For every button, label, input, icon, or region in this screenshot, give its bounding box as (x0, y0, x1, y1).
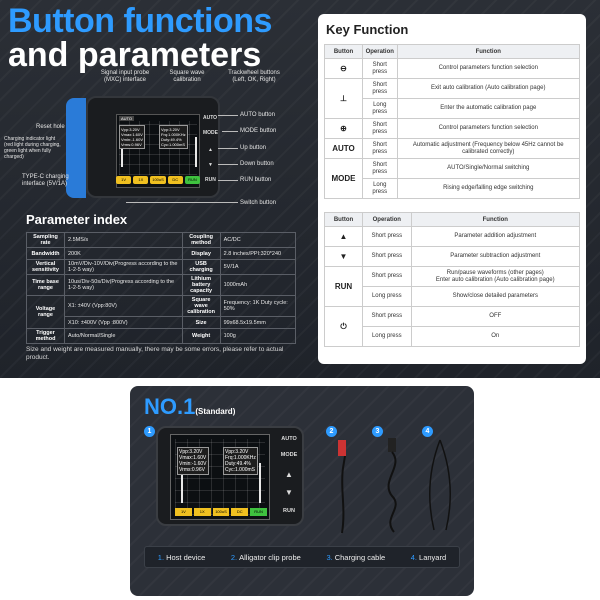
annotation-up-button: Up button (240, 145, 267, 151)
annotation-down-button: Down button (240, 161, 274, 167)
legend-item: 1.Host device (157, 552, 206, 562)
annotation-typec: TYPE-C charging interface (5V/1A) (22, 174, 69, 187)
annotation-reset-hole: Reset hole (36, 124, 65, 130)
top-section: Button functions and parameters AUTO Vpp… (0, 0, 600, 378)
screen-readout-right: Vpp:3.20V Frq:1.000KHz Duty:49.4% Cyc:1.… (159, 125, 188, 149)
square-wave-trace (121, 137, 197, 167)
legend-item: 2.Alligator clip probe (230, 552, 301, 562)
host-mode-label: MODE (280, 452, 298, 458)
badge-4: 4 (422, 426, 433, 437)
annotation-square-wave: Square wave calibration (169, 70, 205, 83)
badge-2: 2 (326, 426, 337, 437)
trackwheel-right-icon: ⊕ (324, 118, 363, 139)
annotation-auto-button: AUTO button (240, 112, 275, 118)
host-device: Vpp:3.20V Vmax:1.60V Vmin:-1.60V Vrms:0.… (156, 426, 304, 526)
host-auto-label: AUTO (281, 436, 297, 442)
chip: 1V (116, 176, 132, 184)
chip: 100uS (150, 176, 166, 184)
device-side-view (66, 98, 86, 198)
key-function-panel: Key Function Button Operation Function ⊖… (318, 14, 586, 364)
host-run-label: RUN (283, 508, 295, 514)
annotation-switch-button: Switch button (240, 200, 277, 206)
device-run-label: RUN (205, 177, 216, 183)
lanyard-icon (429, 439, 451, 531)
parameter-note: Size and weight are measured manually, t… (26, 346, 284, 361)
host-device-screen: Vpp:3.20V Vmax:1.60V Vmin:-1.60V Vrms:0.… (170, 434, 270, 520)
screen-readout-left: Vpp:3.20V Vmax:1.60V Vmin:-1.60V Vrms:0.… (119, 125, 146, 149)
annotation-charging-light: Charging indicator light (red light duri… (4, 136, 61, 160)
device-down-icon: ▼ (208, 162, 213, 168)
trackwheel-left-icon: ⊖ (324, 58, 363, 79)
trackwheel-ok-icon: ⊥ (324, 78, 363, 119)
package-legend: 1.Host device 2.Alligator clip probe 3.C… (144, 546, 460, 568)
badge-1: 1 (144, 426, 155, 437)
annotation-trackwheel: Trackwheel buttons (Left, OK, Right) (228, 70, 280, 83)
key-function-title: Key Function (326, 22, 409, 37)
down-arrow-icon: ▼ (324, 246, 363, 267)
device-auto-label: AUTO (203, 115, 218, 121)
annotation-mode-button: MODE button (240, 128, 277, 134)
package-section: NO.1(Standard) 1 Vpp:3.20V Vmax:1.60V Vm… (130, 386, 474, 596)
device-mode-label: MODE (203, 130, 218, 136)
parameter-index-title: Parameter index (26, 212, 128, 227)
package-title: NO.1(Standard) (144, 394, 236, 419)
host-up-icon: ▲ (285, 470, 293, 479)
status-chips: 1V 1X 100uS DC RUN (116, 176, 201, 184)
charging-cable-icon (387, 438, 397, 533)
legend-item: 3.Charging cable (326, 552, 386, 562)
legend-item: 4.Lanyard (410, 552, 447, 562)
host-down-icon: ▼ (285, 488, 293, 497)
title-line-2: and parameters (8, 36, 262, 74)
device-screen: AUTO Vpp:3.20V Vmax:1.60V Vmin:-1.60V Vr… (116, 114, 200, 188)
annotation-signal-input: Signal input probe (MXC) interface (100, 70, 150, 83)
chip: DC (167, 176, 183, 184)
up-arrow-icon: ▲ (324, 226, 363, 247)
chip: RUN (184, 176, 201, 184)
alligator-probe-icon (338, 439, 347, 534)
screen-auto-label: AUTO (119, 116, 135, 121)
power-icon: ⏻ (324, 306, 363, 347)
device-up-icon: ▲ (208, 147, 213, 153)
title-line-1: Button functions (8, 2, 272, 40)
annotation-run-button: RUN button (240, 177, 272, 183)
chip: 1X (133, 176, 149, 184)
badge-3: 3 (372, 426, 383, 437)
